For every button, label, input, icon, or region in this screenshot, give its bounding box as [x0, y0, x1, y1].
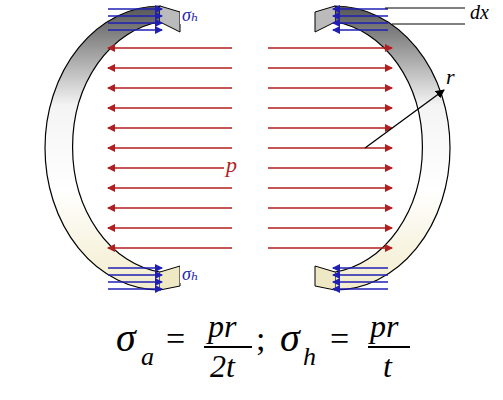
right-bottom-cut	[315, 266, 335, 290]
thickness-label: dx	[470, 2, 489, 22]
force-arrow	[268, 207, 392, 209]
formula-numerator: pr	[208, 310, 236, 342]
force-arrow	[108, 15, 162, 17]
force-arrow	[268, 87, 392, 89]
force-arrow	[108, 22, 162, 24]
force-arrow	[108, 47, 232, 49]
force-arrow	[108, 281, 162, 283]
formula-symbol: σ	[280, 318, 300, 358]
force-arrow	[268, 227, 392, 229]
formula-denominator: t	[383, 350, 392, 382]
force-arrow	[108, 288, 162, 290]
force-arrow	[108, 8, 162, 10]
dx-leader	[385, 8, 465, 9]
force-arrow	[108, 67, 232, 69]
force-arrow	[108, 267, 162, 269]
formula-sign: =	[166, 322, 185, 356]
stress-label: σₕ	[180, 6, 201, 24]
force-arrow	[108, 29, 162, 31]
force-arrow	[108, 207, 232, 209]
fraction-bar	[204, 346, 252, 348]
force-arrow	[108, 107, 232, 109]
force-arrow	[108, 87, 232, 89]
stress-label: σₕ	[180, 265, 201, 283]
force-arrow	[268, 67, 392, 69]
force-arrow	[268, 107, 392, 109]
formula-separator: ;	[256, 322, 265, 356]
force-arrow	[333, 288, 388, 290]
formula-subscript: h	[303, 344, 316, 370]
formula-denominator: 2t	[210, 350, 235, 382]
pressure-label: p	[224, 154, 239, 176]
force-arrow	[333, 15, 388, 17]
force-arrow	[268, 47, 392, 49]
force-arrow	[333, 22, 388, 24]
force-arrow	[108, 227, 232, 229]
formula-numerator: pr	[370, 310, 398, 342]
force-arrow	[108, 127, 232, 129]
formula-subscript: a	[141, 344, 154, 370]
dx-leader	[392, 24, 465, 25]
radius-label: r	[446, 66, 455, 88]
force-arrow	[108, 274, 162, 276]
force-arrow	[108, 147, 232, 149]
formula-sign: =	[330, 322, 349, 356]
force-arrow	[333, 274, 388, 276]
force-arrow	[108, 167, 232, 169]
right-top-cut	[315, 6, 335, 32]
force-arrow	[333, 29, 388, 31]
fraction-bar	[368, 346, 410, 348]
force-arrow	[268, 127, 392, 129]
force-arrow	[268, 167, 392, 169]
formula-symbol: σ	[116, 318, 136, 358]
force-arrow	[333, 267, 388, 269]
force-arrow	[333, 8, 388, 10]
force-arrow	[268, 247, 392, 249]
force-arrow	[268, 147, 392, 149]
left-bottom-cut	[160, 266, 180, 290]
force-arrow	[108, 247, 232, 249]
force-arrows	[108, 9, 392, 289]
force-arrow	[108, 187, 232, 189]
force-arrow	[333, 281, 388, 283]
force-arrow	[268, 187, 392, 189]
radius-arrow	[365, 90, 444, 148]
left-top-cut	[160, 6, 180, 32]
